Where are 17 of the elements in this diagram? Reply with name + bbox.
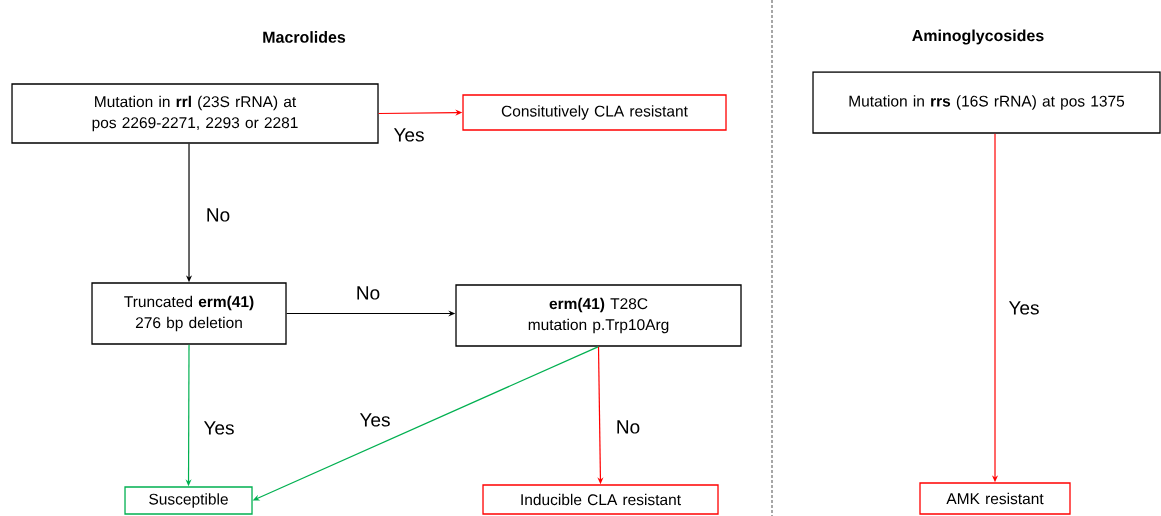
result-box: Consitutively CLA resistant [462,94,727,131]
decision-box: erm(41) T28C mutation p.Trp10Arg [455,284,742,347]
edge-label: Yes [1007,300,1041,316]
decision-box: Mutation in rrl (23S rRNA) at pos 2269-2271, 2293 or 2281 [11,83,379,144]
result-box: AMK resistant [919,482,1071,515]
decision-box: Mutation in rrs (16S rRNA) at pos 1375 [812,71,1161,134]
result-box: Inducible CLA resistant [482,484,719,515]
edge-label: No [614,419,642,435]
edge-label: No [354,285,382,301]
decision-box: Truncated erm(41) 276 bp deletion [91,282,287,345]
section-heading: Macrolides [263,31,346,43]
edge-label: No [204,207,232,223]
edge-label: Yes [358,412,392,428]
result-box: Susceptible [124,486,253,515]
edge-label: Yes [202,420,236,436]
edge-label: Yes [392,127,426,143]
section-heading: Aminoglycosides [912,29,1044,45]
